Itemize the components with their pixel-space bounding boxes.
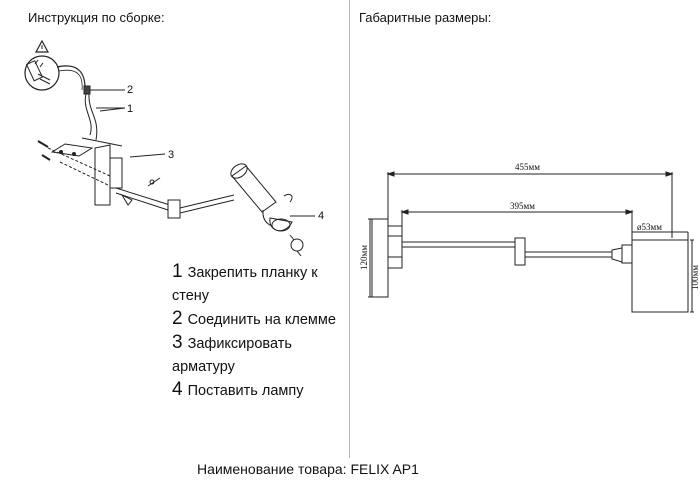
dim-base-height: 120мм: [359, 245, 369, 270]
dimensions-drawing: 455мм 395мм ø53мм 120мм 100мм: [359, 162, 700, 313]
step-3-continued: арматуру: [172, 359, 235, 375]
screw-icon: [37, 140, 51, 161]
callout-4: 4: [318, 210, 324, 222]
step-number: 2: [172, 308, 183, 329]
mount-block: [387, 225, 403, 269]
callout-3: 3: [168, 149, 174, 161]
step-text: Соединить на клемме: [187, 312, 336, 328]
step-text: Поставить лампу: [187, 383, 304, 399]
vertical-divider: [349, 0, 350, 458]
wire-terminal-icon: [24, 55, 60, 91]
lamp-shade: [631, 239, 689, 313]
assembly-illustration: 2 1 3 4: [24, 39, 324, 257]
product-name: Наименование товара: FELIX AP1: [197, 461, 419, 477]
assembly-heading: Инструкция по сборке:: [28, 10, 165, 25]
dim-shade-height: 100мм: [690, 265, 700, 290]
callout-1: 1: [127, 103, 133, 115]
arm-joint: [514, 237, 526, 266]
step-number: 3: [172, 332, 183, 353]
step-number: 4: [172, 379, 183, 400]
dim-total-length: 455мм: [515, 162, 540, 172]
dim-arm-length: 395мм: [510, 201, 535, 211]
step-text: Зафиксировать: [187, 336, 292, 352]
warning-triangle-icon: [34, 39, 50, 53]
dim-shade-diameter: ø53мм: [637, 222, 662, 232]
dimensions-heading: Габаритные размеры:: [359, 10, 492, 25]
wall-base: [371, 218, 389, 298]
callout-2: 2: [127, 84, 133, 96]
step-text: Закрепить планку к: [187, 265, 318, 281]
step-1-continued: стену: [172, 288, 210, 304]
step-number: 1: [172, 261, 183, 282]
